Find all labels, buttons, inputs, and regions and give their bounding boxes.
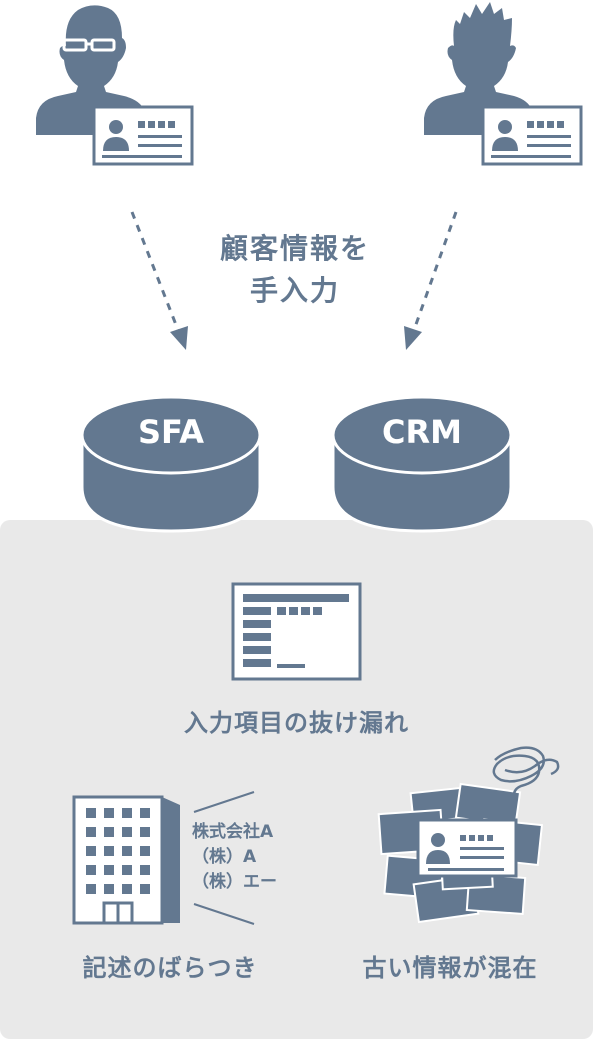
outdated-label: 古い情報が混在 <box>362 954 538 982</box>
person-with-glasses-icon <box>36 5 144 135</box>
id-card-icon <box>92 105 194 166</box>
missing-fields-label: 入力項目の抜け漏れ <box>184 709 409 737</box>
company-variant: （株）エー <box>192 872 277 892</box>
sfa-label: SFA <box>138 413 204 451</box>
company-variants: 株式会社A （株）A （株）エー <box>192 820 312 895</box>
id-card-icon <box>481 105 583 166</box>
form-icon <box>231 582 362 681</box>
crm-label: CRM <box>382 413 462 451</box>
sfa-database: SFA <box>80 395 262 535</box>
inconsistent-label: 記述のばらつき <box>82 954 258 982</box>
arrow-right-icon <box>404 211 458 350</box>
building-icon <box>72 795 180 925</box>
callout-lines <box>193 791 255 925</box>
arrow-left-icon <box>130 211 188 350</box>
manual-entry-caption: 顧客情報を 手入力 <box>170 228 420 312</box>
caption-line-1: 顧客情報を <box>219 232 370 265</box>
stacked-cards-icon <box>377 782 544 924</box>
database-icon <box>80 395 262 533</box>
crm-database: CRM <box>331 395 513 535</box>
database-icon <box>331 395 513 533</box>
person-icon <box>424 2 532 135</box>
company-variant: 株式会社A <box>192 822 274 842</box>
caption-line-2: 手入力 <box>249 274 340 307</box>
tangle-icon <box>492 746 560 803</box>
company-variant: （株）A <box>192 847 257 867</box>
